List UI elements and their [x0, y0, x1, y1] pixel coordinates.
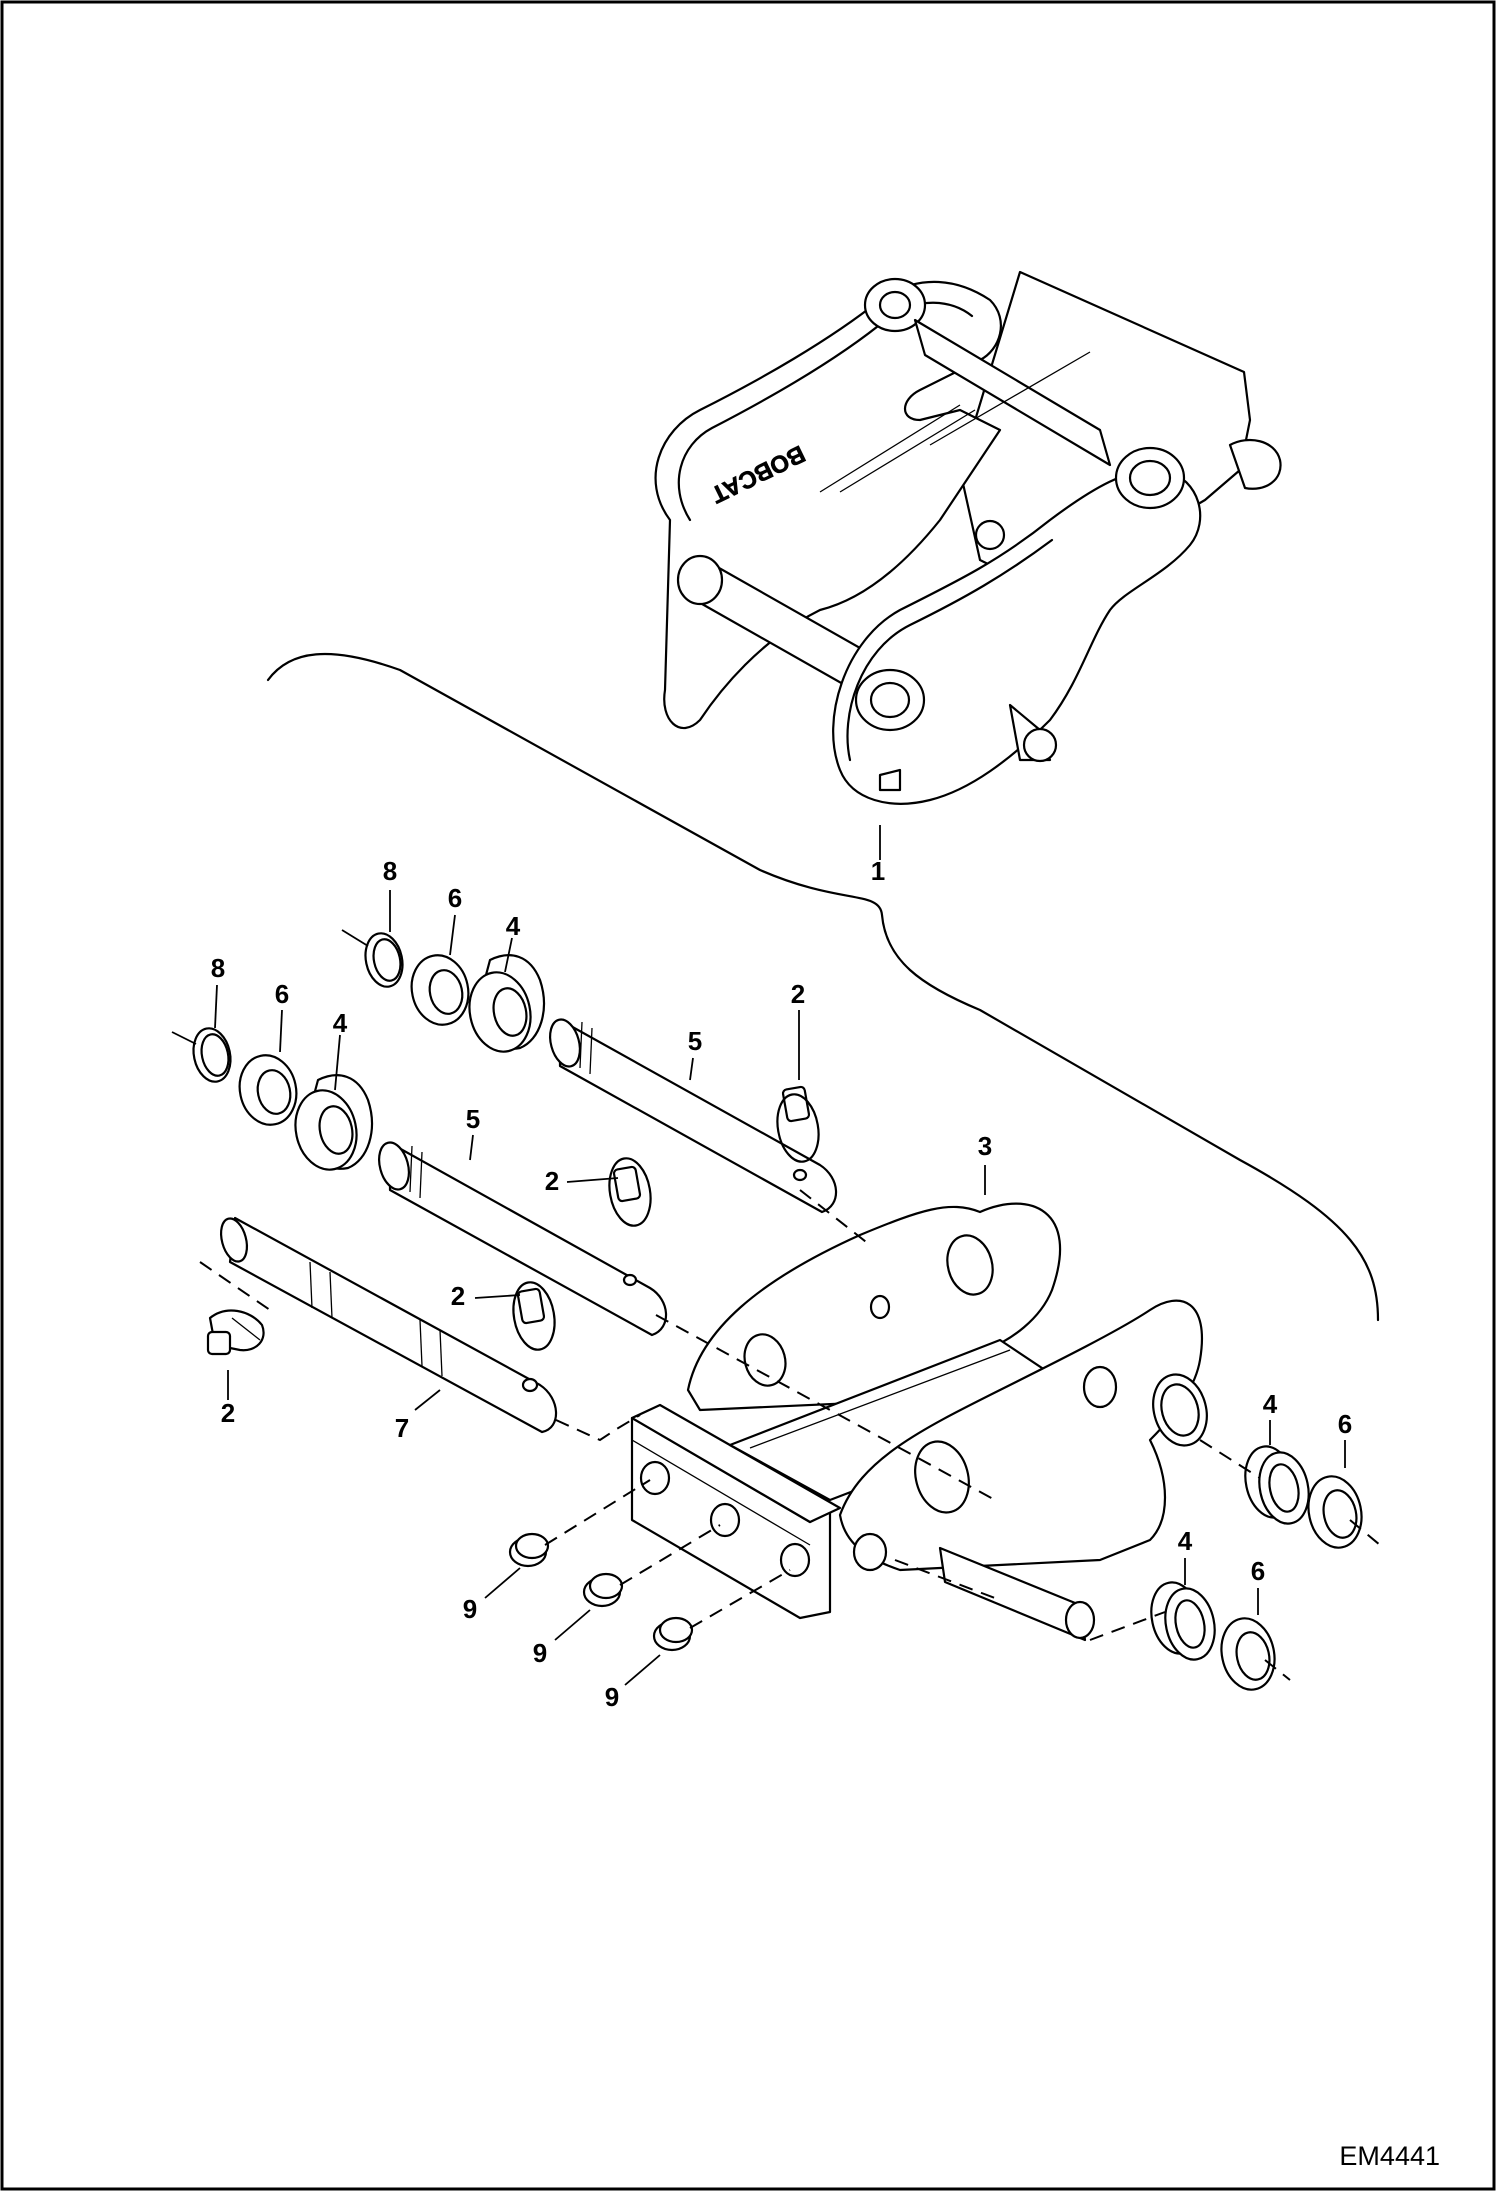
- callout-5-upper: 5: [688, 1026, 702, 1056]
- callout-6-lower: 6: [275, 979, 289, 1009]
- callout-4-right-upper: 4: [1263, 1389, 1278, 1419]
- callout-2-middle: 2: [545, 1166, 559, 1196]
- lynch-pin-middle: [608, 1157, 652, 1227]
- washer-right-upper: [1307, 1475, 1363, 1549]
- callout-4-right-lower: 4: [1178, 1526, 1193, 1556]
- snap-ring-lower: [171, 1027, 232, 1083]
- washer-upper: [410, 954, 470, 1026]
- callout-6-right-lower: 6: [1251, 1556, 1265, 1586]
- pin-long: [219, 1216, 558, 1434]
- lynch-pin-long: [512, 1281, 556, 1351]
- bushing-right-upper: [1244, 1445, 1310, 1525]
- callout-3: 3: [978, 1131, 992, 1161]
- figure-id: EM4441: [1339, 2141, 1440, 2171]
- callout-9-middle: 9: [533, 1638, 547, 1668]
- bushing-upper: [468, 954, 545, 1053]
- callout-2-loose: 2: [221, 1398, 235, 1428]
- callout-4-upper: 4: [506, 911, 521, 941]
- callout-8-lower: 8: [211, 953, 225, 983]
- callout-9-upper: 9: [463, 1594, 477, 1624]
- bushing-lower: [294, 1074, 373, 1171]
- bracket-main: [630, 1202, 1208, 1642]
- coupler-assembly-illustration: BOBCAT: [654, 270, 1282, 805]
- pin-upper: [549, 1018, 838, 1214]
- callout-1: 1: [871, 856, 885, 886]
- plug-2: [582, 1572, 624, 1608]
- washer-lower: [238, 1054, 298, 1126]
- callout-labels: 1 2 2 2 2 3 4 4 4 4 5 5 6 6 6 6 7 8 8 9 …: [211, 856, 1352, 1712]
- callout-6-right-upper: 6: [1338, 1409, 1352, 1439]
- lynch-pin-upper-right: [776, 1085, 820, 1163]
- callout-8-upper: 8: [383, 856, 397, 886]
- leader-lines: [214, 825, 1346, 1686]
- callout-7: 7: [395, 1413, 409, 1443]
- callout-6-upper: 6: [448, 883, 462, 913]
- callout-4-lower: 4: [333, 1008, 348, 1038]
- group-brace: [266, 652, 1380, 1322]
- pin-middle: [378, 1141, 668, 1337]
- snap-ring-upper: [341, 929, 404, 988]
- plug-1: [508, 1532, 550, 1568]
- callout-2-upper-right: 2: [791, 979, 805, 1009]
- callout-9-lower: 9: [605, 1682, 619, 1712]
- plug-3: [652, 1616, 694, 1652]
- lynch-pin-loose: [206, 1309, 265, 1356]
- bushing-right-lower: [1150, 1581, 1216, 1661]
- callout-2-long-pin: 2: [451, 1281, 465, 1311]
- callout-5-middle: 5: [466, 1104, 480, 1134]
- assembly-dashed-lines: [199, 1189, 1381, 1681]
- washer-right-lower: [1220, 1617, 1276, 1691]
